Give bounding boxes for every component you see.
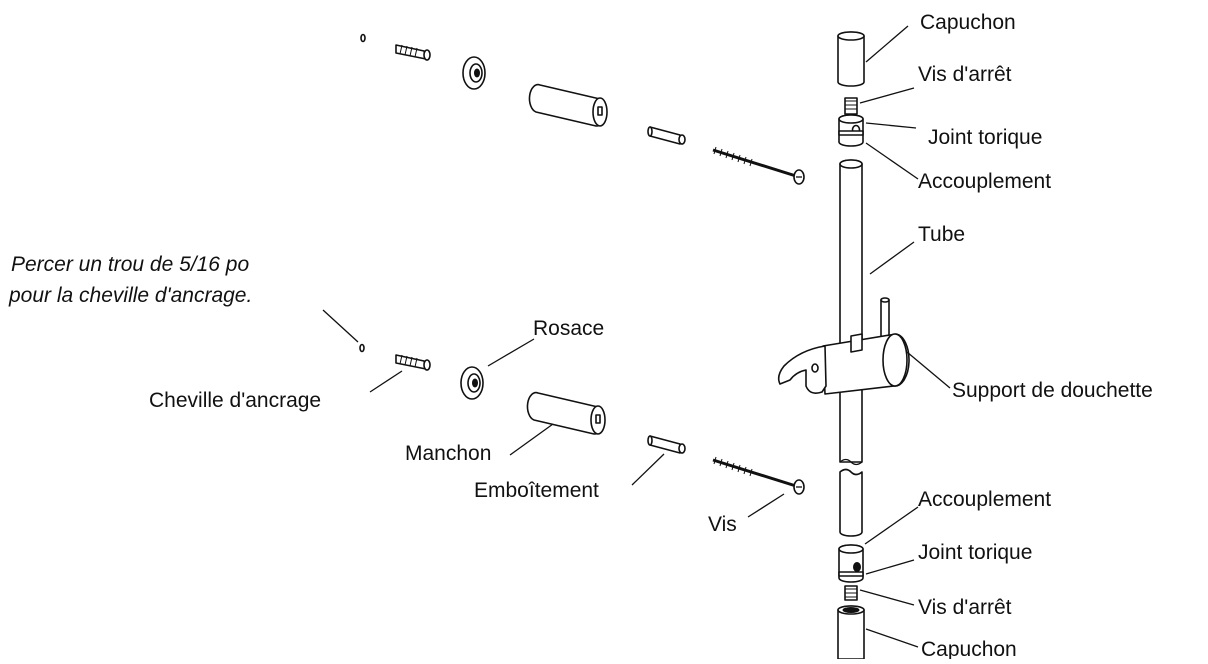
top-mounting-hardware: [360, 33, 805, 185]
label-accouplement-bottom: Accouplement: [918, 488, 1051, 511]
top-coupling: [838, 114, 864, 147]
label-vis-arret-bottom: Vis d'arrêt: [918, 596, 1012, 619]
note-line-2: pour la cheville d'ancrage.: [8, 284, 252, 307]
label-cheville-ancrage: Cheville d'ancrage: [149, 389, 321, 412]
label-support-douchette: Support de douchette: [952, 379, 1153, 402]
rosace-bottom: [460, 366, 484, 400]
drill-hole-bottom: [359, 343, 365, 353]
label-vis-arret-top: Vis d'arrêt: [918, 63, 1012, 86]
drill-hole-top: [360, 33, 366, 43]
bottom-cap: [837, 605, 865, 660]
screw-bottom: [712, 456, 805, 495]
label-capuchon-top: Capuchon: [920, 11, 1016, 34]
label-joint-torique-top: Joint torique: [928, 126, 1042, 149]
label-accouplement-top: Accouplement: [918, 170, 1051, 193]
top-cap: [837, 31, 865, 87]
bottom-coupling: [838, 544, 864, 583]
shower-head-holder: [777, 297, 910, 395]
label-capuchon-bottom: Capuchon: [921, 638, 1017, 659]
label-tube: Tube: [918, 223, 965, 246]
anchor-bottom: [395, 354, 431, 371]
manchon-bottom: [526, 391, 606, 435]
label-rosace: Rosace: [533, 317, 604, 340]
emboitement-top: [647, 126, 686, 145]
manchon-top: [528, 83, 608, 127]
leader-lines: [322, 25, 951, 648]
note-line-1: Percer un trou de 5/16 po: [11, 253, 249, 276]
emboitement-bottom: [647, 435, 686, 454]
label-emboitement: Emboîtement: [474, 479, 599, 502]
bottom-mounting-hardware: [359, 343, 805, 495]
anchor-top: [395, 44, 431, 61]
top-set-screw: [844, 97, 858, 115]
rosace-top: [462, 56, 486, 90]
label-joint-torique-bottom: Joint torique: [918, 541, 1032, 564]
label-vis: Vis: [708, 513, 737, 536]
screw-top: [712, 146, 805, 185]
bottom-set-screw: [844, 585, 858, 601]
label-manchon: Manchon: [405, 442, 491, 465]
